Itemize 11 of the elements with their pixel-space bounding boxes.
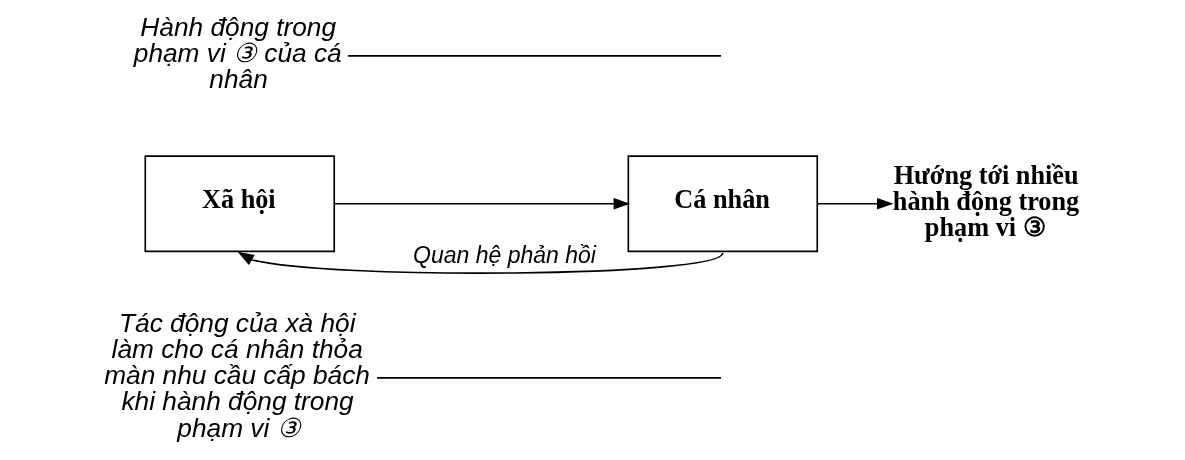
node-box: Cá nhân bbox=[627, 155, 818, 253]
node-box: Xã hội bbox=[143, 155, 335, 253]
node-text: Hướng tới nhiều hành động trong phạm vi ③ bbox=[892, 160, 1079, 243]
connector bbox=[375, 377, 722, 379]
edge-label: Quan hệ phản hồi bbox=[412, 242, 596, 269]
node-text: Tác động của xà hội làm cho cá nhân thỏa màn nhu cầu cấp bách khi hành động trong phạm vi ③ bbox=[103, 307, 370, 443]
arrow bbox=[333, 197, 630, 210]
arrow bbox=[815, 197, 893, 210]
node-text: Hành động trong phạm vi ③ của cá nhân bbox=[133, 11, 342, 95]
connector bbox=[346, 55, 722, 57]
arrow bbox=[237, 251, 724, 274]
